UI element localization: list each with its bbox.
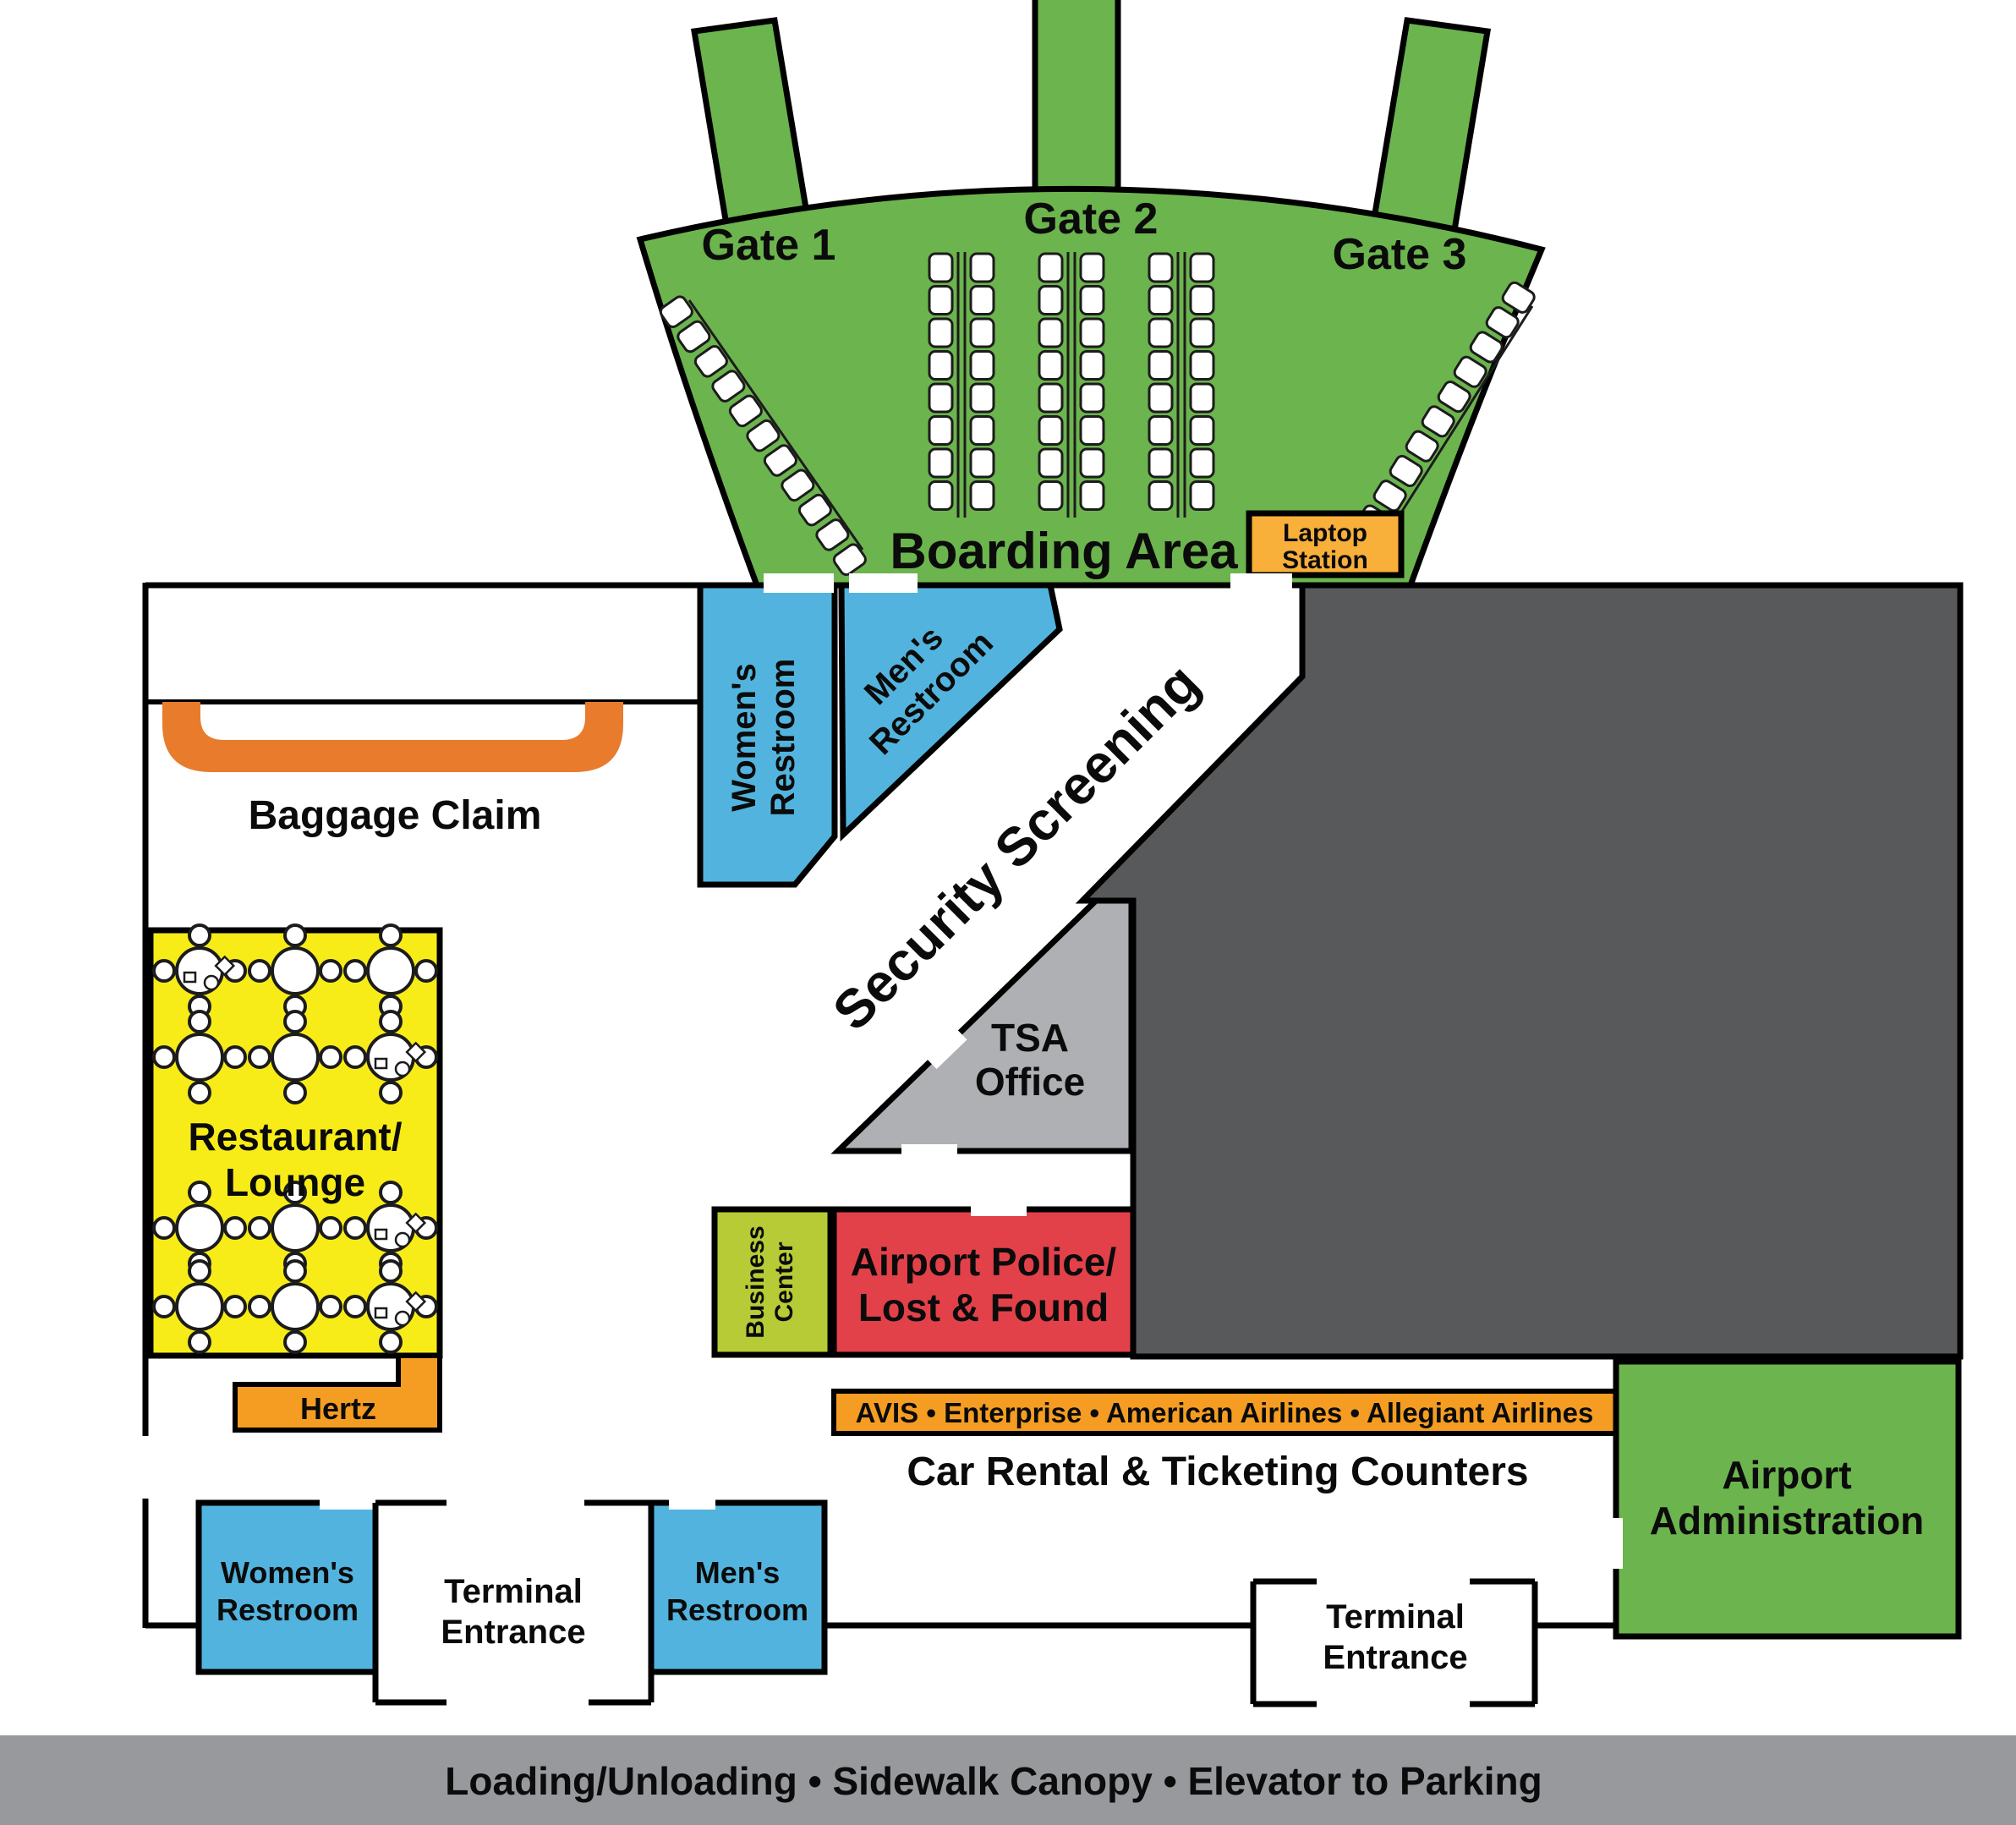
gate3-label: Gate 3 <box>1333 230 1467 279</box>
womens-restroom-upper-label: Women's Restroom <box>726 659 802 817</box>
admin-label-2: Administration <box>1650 1499 1925 1543</box>
police-door-gap <box>971 1203 1027 1216</box>
dining-table <box>248 1259 342 1354</box>
car-rental-label: Car Rental & Ticketing Counters <box>907 1450 1528 1494</box>
mens-lower-label-2: Restroom <box>666 1592 808 1627</box>
boarding-area-label: Boarding Area <box>890 523 1238 579</box>
dining-table <box>152 1010 247 1104</box>
dining-table <box>152 1181 247 1275</box>
door-gap-mens-upper <box>849 573 918 593</box>
dining-table <box>248 923 342 1018</box>
seat-column-pair-2 <box>1038 252 1105 518</box>
laptop-station-label-2: Station <box>1282 546 1368 574</box>
tsa-office <box>830 897 1135 1154</box>
restaurant-label-1: Restaurant/ <box>188 1115 402 1159</box>
baggage-claim-label: Baggage Claim <box>249 793 542 838</box>
mens-restroom-upper <box>838 582 1063 842</box>
svg-text:Women's: Women's <box>726 663 763 811</box>
business-center-label: Business Center <box>742 1225 798 1338</box>
laptop-station <box>1246 510 1405 578</box>
tsa-door-gap <box>927 1029 967 1070</box>
laptop-station-label-1: Laptop <box>1283 519 1367 547</box>
tsa-office-label-1: TSA <box>991 1016 1069 1060</box>
womens-lower-door-gap <box>320 1496 375 1510</box>
seat-column-pair-3 <box>1148 252 1215 518</box>
gate2-label: Gate 2 <box>1024 195 1159 244</box>
restaurant-label-2: Lounge <box>225 1160 365 1204</box>
terminal-entrance-2-label-1: Terminal <box>1326 1598 1465 1636</box>
terminal-entrance-2-label-2: Entrance <box>1323 1639 1467 1676</box>
terminal-entrance-2-walls <box>1250 1578 1538 1707</box>
counters-strip-label: AVIS • Enterprise • American Airlines • … <box>856 1397 1594 1428</box>
tsa-door-gap-bottom <box>901 1144 957 1158</box>
business-center <box>711 1206 834 1358</box>
seat-row-left-diagonal <box>659 295 867 576</box>
door-gap-womens-upper <box>764 573 834 593</box>
svg-text:Restroom: Restroom <box>764 659 802 817</box>
womens-restroom-lower <box>195 1499 379 1675</box>
dining-table <box>152 923 247 1018</box>
dining-table <box>343 1010 438 1104</box>
police-label-1: Airport Police/ <box>851 1240 1117 1284</box>
seat-row-right-diagonal <box>1356 281 1536 557</box>
dining-table <box>248 1010 342 1104</box>
terminal-entrance-1-label-1: Terminal <box>444 1573 583 1610</box>
mens-lower-label-1: Men's <box>695 1555 781 1590</box>
mens-lower-door-gap <box>669 1496 715 1510</box>
admin-label-1: Airport <box>1722 1453 1851 1497</box>
tsa-office-label-2: Office <box>975 1060 1085 1104</box>
airport-police-lost-found <box>830 1206 1137 1358</box>
terminal-entrance-1-label-2: Entrance <box>441 1614 585 1651</box>
curbside-bar <box>0 1735 2016 1825</box>
gate1-label: Gate 1 <box>702 221 836 270</box>
restaurant-tables <box>152 923 438 1354</box>
baggage-carousel <box>162 702 623 772</box>
dining-table <box>343 1259 438 1354</box>
terminal-entrance-1-walls <box>372 1499 655 1706</box>
womens-lower-label-2: Restroom <box>216 1592 359 1627</box>
curbside-label: Loading/Unloading • Sidewalk Canopy • El… <box>445 1759 1542 1803</box>
seat-column-pair-1 <box>928 252 995 518</box>
dining-table <box>152 1259 247 1354</box>
airport-administration <box>1613 1358 1962 1640</box>
counters-strip <box>831 1389 1619 1436</box>
svg-text:Center: Center <box>770 1241 798 1322</box>
police-label-2: Lost & Found <box>858 1285 1109 1329</box>
admin-door-gap <box>1609 1518 1623 1569</box>
boarding-seat-rows <box>659 252 1536 576</box>
door-gap-security-exit <box>1230 573 1292 593</box>
hertz-label: Hertz <box>300 1391 376 1426</box>
svg-text:Business: Business <box>742 1225 770 1338</box>
hertz-counter <box>233 1353 442 1433</box>
womens-lower-label-1: Women's <box>221 1555 354 1590</box>
